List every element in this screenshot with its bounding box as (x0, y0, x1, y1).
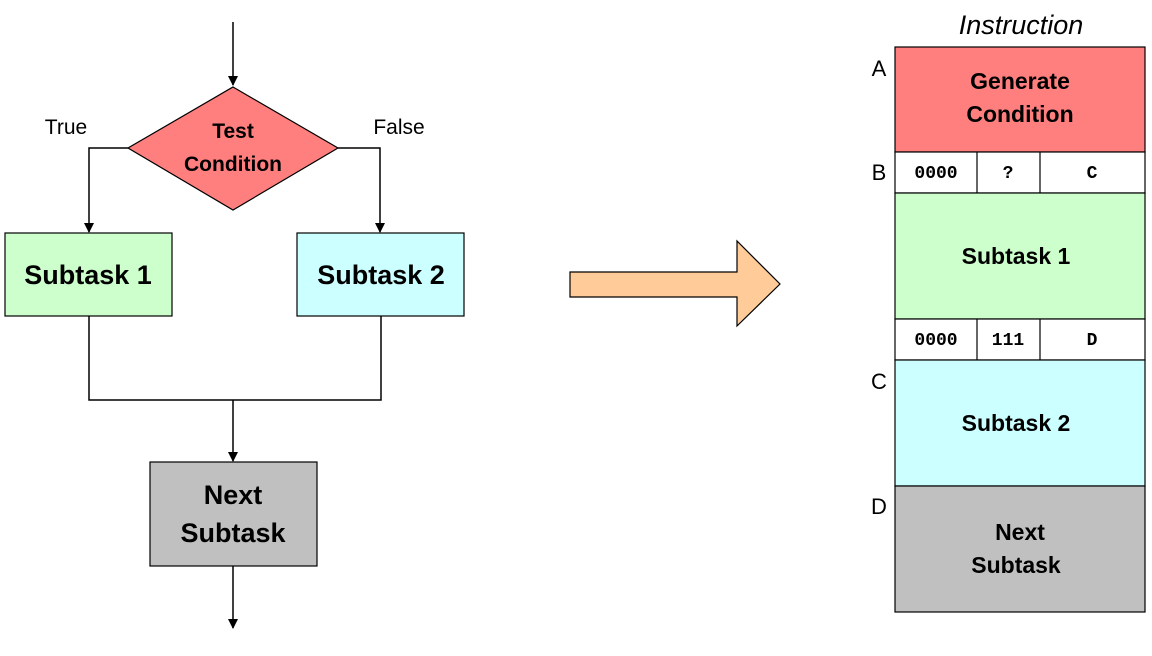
generate-condition-line1: Generate (970, 68, 1070, 94)
branch1-nzp: ? (1003, 164, 1014, 184)
address-c: C (871, 369, 887, 394)
branch1-opcode: 0000 (914, 164, 957, 184)
decision-label-line2: Condition (184, 153, 282, 176)
next-subtask-label-line1: Next (204, 480, 263, 510)
false-label: False (373, 116, 424, 139)
branch2-row (894, 318, 1146, 361)
transform-arrow (569, 239, 781, 328)
subtask2-label: Subtask 2 (317, 260, 445, 290)
flowchart: Test Condition True False Subtask 1 Subt… (4, 22, 465, 629)
branch2-nzp: 111 (992, 331, 1025, 351)
branch2-opcode: 0000 (914, 331, 957, 351)
address-a: A (872, 56, 887, 81)
instruction-memory: Instruction Generate Condition A 0000 ? … (871, 10, 1146, 613)
memory-next-subtask-line1: Next (995, 519, 1045, 545)
memory-next-subtask-box (894, 485, 1146, 613)
decision-diamond (126, 86, 340, 211)
memory-subtask2-box (894, 359, 1146, 487)
true-label: True (45, 116, 87, 139)
next-subtask-box (149, 461, 318, 567)
branch1-target: C (1087, 164, 1098, 184)
false-branch-arrow (338, 147, 385, 233)
true-branch-arrow (84, 147, 128, 233)
memory-title: Instruction (959, 10, 1084, 40)
merge-connector (88, 316, 382, 401)
memory-subtask1-label: Subtask 1 (962, 243, 1071, 269)
address-d: D (871, 494, 887, 519)
next-subtask-label-line2: Subtask (180, 518, 286, 548)
memory-next-subtask-line2: Subtask (971, 552, 1061, 578)
branch2-target: D (1087, 331, 1098, 351)
branch1-row (894, 151, 1146, 194)
address-b: B (872, 160, 887, 185)
decision-label-line1: Test (212, 120, 254, 143)
subtask1-label: Subtask 1 (24, 260, 152, 290)
memory-subtask2-label: Subtask 2 (962, 410, 1071, 436)
subtask2-box (296, 232, 465, 317)
generate-condition-line2: Condition (966, 101, 1073, 127)
generate-condition-box (894, 46, 1146, 153)
memory-subtask1-box (894, 192, 1146, 320)
